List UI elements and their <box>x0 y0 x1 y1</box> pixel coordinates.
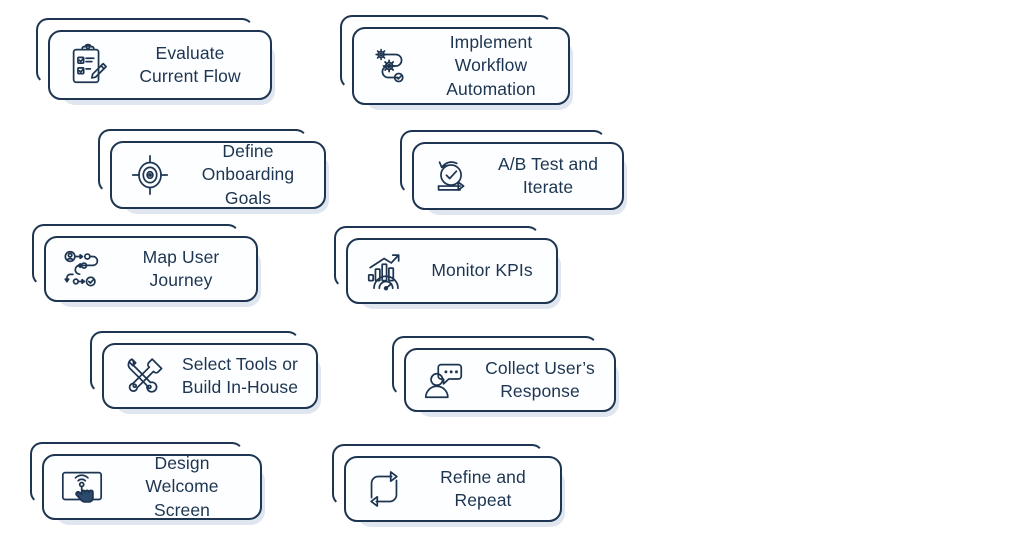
card-label: Design Welcome Screen <box>145 453 219 520</box>
card-body[interactable]: Select Tools or Build In-House <box>102 343 318 409</box>
process-card-implement-workflow-automation[interactable]: Implement Workflow Automation <box>340 15 573 110</box>
ab-test-cycle-check-icon <box>424 148 480 204</box>
card-label: Refine and Repeat <box>440 466 526 510</box>
card-body[interactable]: Monitor KPIs <box>346 238 558 304</box>
card-label: Implement Workflow Automation <box>446 32 536 99</box>
card-label: Monitor KPIs <box>431 260 533 281</box>
card-body[interactable]: A/B Test and Iterate <box>412 142 624 210</box>
card-label: Map User Journey <box>142 246 220 290</box>
user-journey-path-icon <box>56 241 112 297</box>
process-card-design-welcome-screen[interactable]: Design Welcome Screen <box>30 442 265 525</box>
touchscreen-tap-icon <box>54 459 110 515</box>
process-card-monitor-kpis[interactable]: Monitor KPIs <box>334 226 561 309</box>
card-label: Collect User’s Response <box>485 357 595 401</box>
wrench-screwdriver-icon <box>114 348 170 404</box>
clipboard-checklist-pencil-icon <box>60 37 116 93</box>
gears-workflow-path-icon <box>364 38 420 94</box>
card-body[interactable]: Refine and Repeat <box>344 456 562 522</box>
card-label: Evaluate Current Flow <box>139 42 241 86</box>
card-label: Define Onboarding Goals <box>201 141 295 208</box>
card-body[interactable]: Implement Workflow Automation <box>352 27 570 105</box>
process-card-select-tools-or-build-in-house[interactable]: Select Tools or Build In-House <box>90 331 321 414</box>
card-body[interactable]: Evaluate Current Flow <box>48 30 272 100</box>
card-body[interactable]: Map User Journey <box>44 236 258 302</box>
card-body[interactable]: Collect User’s Response <box>404 348 616 412</box>
process-card-evaluate-current-flow[interactable]: Evaluate Current Flow <box>36 18 275 105</box>
process-card-ab-test-and-iterate[interactable]: A/B Test and Iterate <box>400 130 627 215</box>
process-card-map-user-journey[interactable]: Map User Journey <box>32 224 261 307</box>
card-label: Select Tools or Build In-House <box>181 353 299 397</box>
card-body[interactable]: Design Welcome Screen <box>42 453 262 520</box>
target-crosshair-icon <box>122 147 178 203</box>
process-card-collect-users-response[interactable]: Collect User’s Response <box>392 336 619 417</box>
process-card-define-onboarding-goals[interactable]: Define Onboarding Goals <box>98 129 329 214</box>
card-label: A/B Test and Iterate <box>497 153 599 197</box>
refresh-loop-arrows-icon <box>356 461 412 517</box>
card-body[interactable]: Define Onboarding Goals <box>110 141 326 209</box>
user-speech-bubble-icon <box>416 352 472 408</box>
process-card-refine-and-repeat[interactable]: Refine and Repeat <box>332 444 565 527</box>
kpi-chart-gauge-icon <box>358 243 414 299</box>
